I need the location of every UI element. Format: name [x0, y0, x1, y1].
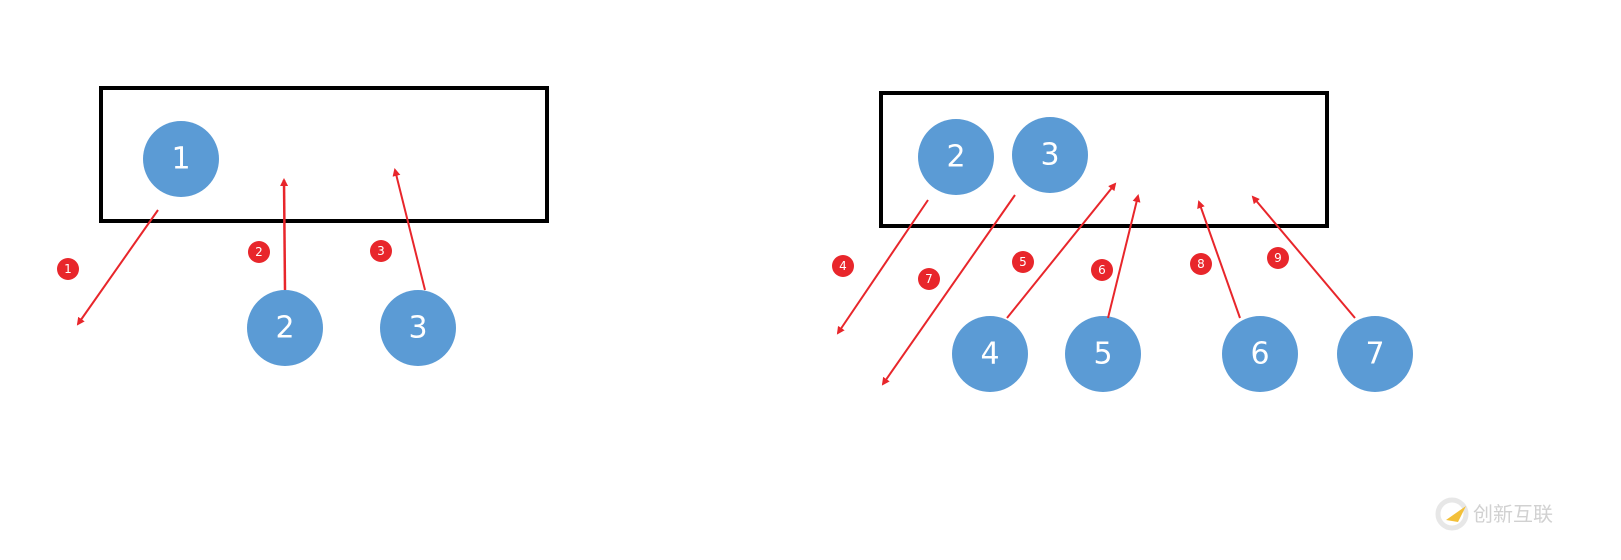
right-node-5: 5 — [1065, 316, 1141, 392]
node-label: 2 — [946, 140, 965, 175]
node-label: 2 — [275, 311, 294, 346]
step-badge-7: 7 — [918, 268, 940, 290]
svg-text:7: 7 — [925, 272, 933, 286]
watermark: 创新互联 — [1435, 497, 1553, 531]
arrow-step-4 — [836, 199, 929, 335]
node-label: 3 — [1040, 138, 1059, 173]
right-container-box — [879, 91, 1329, 228]
svg-text:6: 6 — [1098, 263, 1106, 277]
node-label: 5 — [1093, 337, 1112, 372]
arrow-step-2 — [280, 178, 289, 291]
arrow-step-5 — [1006, 182, 1117, 319]
svg-text:5: 5 — [1019, 255, 1027, 269]
svg-text:1: 1 — [64, 262, 72, 276]
step-badge-1: 1 — [57, 258, 79, 280]
arrow-step-3 — [392, 168, 426, 291]
right-node-7: 7 — [1337, 316, 1413, 392]
left-container-box — [99, 86, 549, 223]
left-node-3: 3 — [380, 290, 456, 366]
step-badge-6: 6 — [1091, 259, 1113, 281]
svg-text:9: 9 — [1274, 251, 1282, 265]
arrow-step-8 — [1197, 200, 1241, 319]
node-label: 4 — [980, 337, 999, 372]
right-node-4: 4 — [952, 316, 1028, 392]
svg-text:4: 4 — [839, 259, 847, 273]
right-node-3: 3 — [1012, 117, 1088, 193]
step-badge-2: 2 — [248, 241, 270, 263]
svg-text:8: 8 — [1197, 257, 1205, 271]
node-label: 3 — [408, 311, 427, 346]
step-badge-4: 4 — [832, 255, 854, 277]
step-badge-9: 9 — [1267, 247, 1289, 269]
arrow-step-6 — [1107, 194, 1141, 319]
node-label: 6 — [1250, 337, 1269, 372]
watermark-text: 创新互联 — [1473, 502, 1553, 526]
right-node-2: 2 — [918, 119, 994, 195]
node-label: 7 — [1365, 337, 1384, 372]
left-node-2: 2 — [247, 290, 323, 366]
right-node-6: 6 — [1222, 316, 1298, 392]
step-badge-3: 3 — [370, 240, 392, 262]
arrow-step-9 — [1251, 195, 1356, 319]
step-badge-8: 8 — [1190, 253, 1212, 275]
watermark-logo-icon — [1435, 497, 1469, 531]
svg-text:3: 3 — [377, 244, 385, 258]
node-label: 1 — [171, 142, 190, 177]
svg-text:2: 2 — [255, 245, 263, 259]
arrow-step-7 — [881, 194, 1016, 386]
arrow-step-1 — [76, 209, 159, 326]
step-badge-5: 5 — [1012, 251, 1034, 273]
left-node-1: 1 — [143, 121, 219, 197]
